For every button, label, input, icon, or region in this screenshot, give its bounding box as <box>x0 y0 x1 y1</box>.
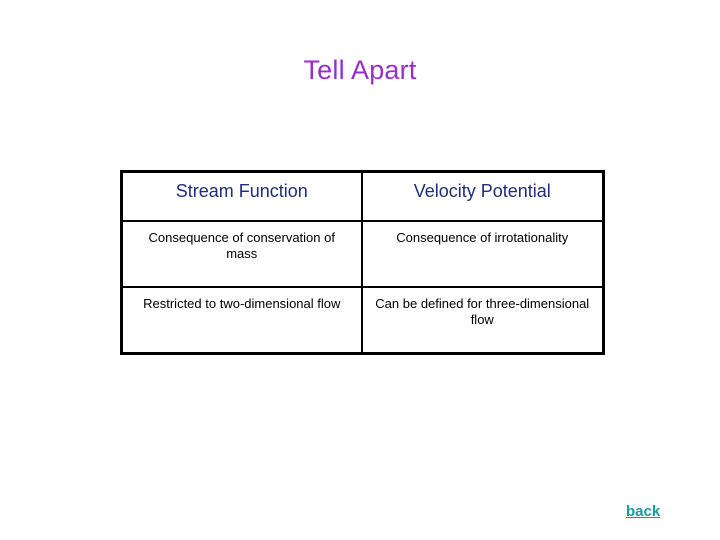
back-link[interactable]: back <box>626 503 661 520</box>
table-cell-row1-right: Consequence of irrotationality <box>360 220 605 288</box>
table-header-label: Stream Function <box>175 181 308 201</box>
table-row: Consequence of conservation of mass Cons… <box>120 220 605 288</box>
table-header-label: Velocity Potential <box>413 181 551 201</box>
table-cell-row1-left: Consequence of conservation of mass <box>120 220 363 288</box>
table-cell-row2-left: Restricted to two-dimensional flow <box>120 286 363 355</box>
table-header-cell-stream-function: Stream Function <box>120 170 363 222</box>
table-cell-text: Consequence of irrotationality <box>396 230 569 245</box>
table-header-row: Stream Function Velocity Potential <box>120 170 605 222</box>
table-cell-row2-right: Can be defined for three-dimensional flo… <box>360 286 605 355</box>
table-cell-text: Can be defined for three-dimensional flo… <box>375 296 590 327</box>
comparison-table: Stream Function Velocity Potential Conse… <box>120 170 605 355</box>
table-header-cell-velocity-potential: Velocity Potential <box>360 170 605 222</box>
table-cell-text: Consequence of conservation of mass <box>148 230 335 261</box>
table-cell-text: Restricted to two-dimensional flow <box>143 296 341 311</box>
page-title: Tell Apart <box>303 55 417 85</box>
table-row: Restricted to two-dimensional flow Can b… <box>120 286 605 355</box>
